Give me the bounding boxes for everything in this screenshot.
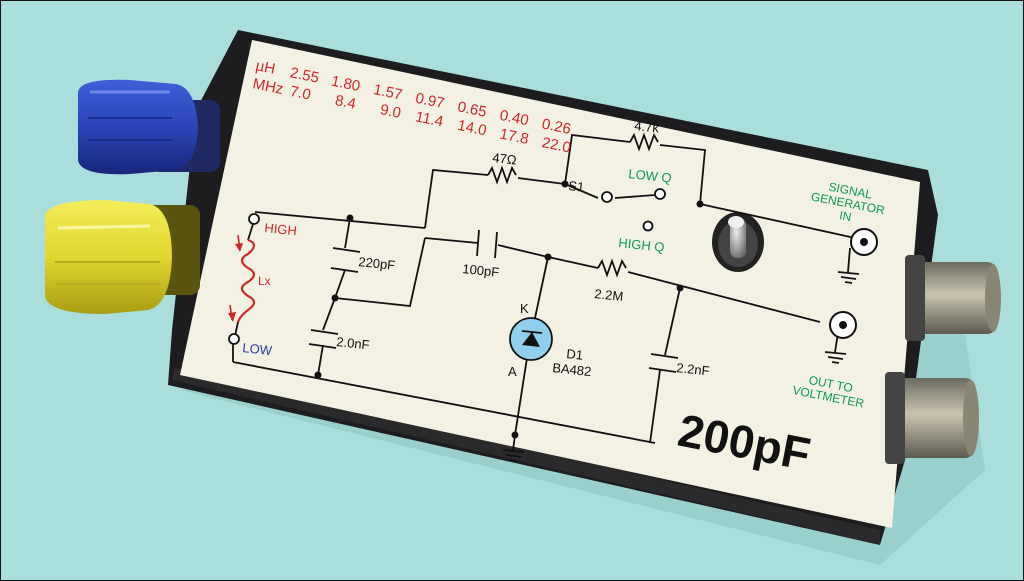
inductance-scale: µH 2.55 1.80 1.57 0.97 0.65 0.40 0.26 <box>254 57 572 138</box>
scale-mhz-value: 14.0 <box>456 117 488 139</box>
switch-ref-label: S1 <box>568 178 585 195</box>
low-q-label: LOW Q <box>628 166 673 185</box>
bnc-connector-icon[interactable] <box>905 255 1001 341</box>
lx-label: Lx <box>258 274 271 288</box>
diode-a-label: A <box>508 364 517 379</box>
capacitor-2n2-icon <box>648 353 679 373</box>
bnc-symbol-icon <box>829 311 857 339</box>
low-label: LOW <box>242 340 274 358</box>
binding-post-yellow-icon[interactable] <box>45 200 200 314</box>
scale-uh-value: 0.65 <box>456 98 488 120</box>
scale-uh-value: 0.26 <box>540 115 572 137</box>
inductor-icon <box>228 234 256 323</box>
scale-mhz-value: 9.0 <box>379 101 403 122</box>
scale-uh-value: 0.97 <box>414 90 446 112</box>
diode-ref-label: D1 <box>566 346 584 363</box>
capacitor-100p-icon <box>476 229 498 259</box>
c100p-label: 100pF <box>462 261 500 280</box>
scale-mhz-value: 22.0 <box>540 134 572 156</box>
low-terminal-icon <box>228 333 240 345</box>
resistor-4k7-icon <box>629 132 659 152</box>
scale-uh-value: 1.57 <box>372 81 404 103</box>
signal-label-line: IN <box>838 208 852 224</box>
r4k7-label: 4.7k <box>634 118 661 136</box>
resistor-47-icon <box>487 165 517 185</box>
binding-post-blue-icon[interactable] <box>78 79 220 175</box>
toggle-switch-icon[interactable] <box>712 212 764 272</box>
ground-icon <box>824 351 847 364</box>
scale-mhz-value: 7.0 <box>288 83 312 104</box>
frequency-scale: MHz 7.0 8.4 9.0 11.4 14.0 17.8 22.0 <box>251 75 572 156</box>
scale-mhz-value: 8.4 <box>334 92 358 113</box>
diode-icon <box>509 317 553 361</box>
diode-k-label: K <box>520 301 529 316</box>
switch-contact-icon <box>601 191 613 203</box>
schematic-wiring <box>232 134 856 451</box>
switch-contact-icon <box>654 188 666 200</box>
c220p-label: 220pF <box>358 254 396 273</box>
scale-uh-value: 2.55 <box>288 64 320 86</box>
bnc-connector-icon[interactable] <box>885 372 979 464</box>
switch-contact-icon <box>642 220 654 232</box>
c2n0-label: 2.0nF <box>336 334 371 352</box>
scale-mhz-label: MHz <box>251 75 285 98</box>
r47-label: 47Ω <box>492 150 518 167</box>
high-terminal-icon <box>248 213 260 225</box>
c2n2-label: 2.2nF <box>676 360 711 378</box>
diode-part-label: BA482 <box>552 360 592 379</box>
scale-mhz-value: 11.4 <box>414 108 445 130</box>
front-panel <box>180 40 920 528</box>
junction-dots <box>314 180 704 439</box>
ground-icon <box>837 271 860 284</box>
ground-icon <box>502 449 525 462</box>
capacitor-220p-icon <box>330 247 361 273</box>
scale-mhz-value: 17.8 <box>498 126 530 148</box>
capacitor-2n0-icon <box>308 329 339 349</box>
scale-uh-value: 1.80 <box>330 73 362 95</box>
high-label: HIGH <box>264 220 298 238</box>
high-q-label: HIGH Q <box>618 235 666 255</box>
scale-uh-label: µH <box>254 57 276 78</box>
scale-uh-value: 0.40 <box>498 107 530 129</box>
bnc-symbol-icon <box>850 228 878 256</box>
resistor-2m2-icon <box>597 258 627 278</box>
r2m2-label: 2.2M <box>594 286 624 304</box>
